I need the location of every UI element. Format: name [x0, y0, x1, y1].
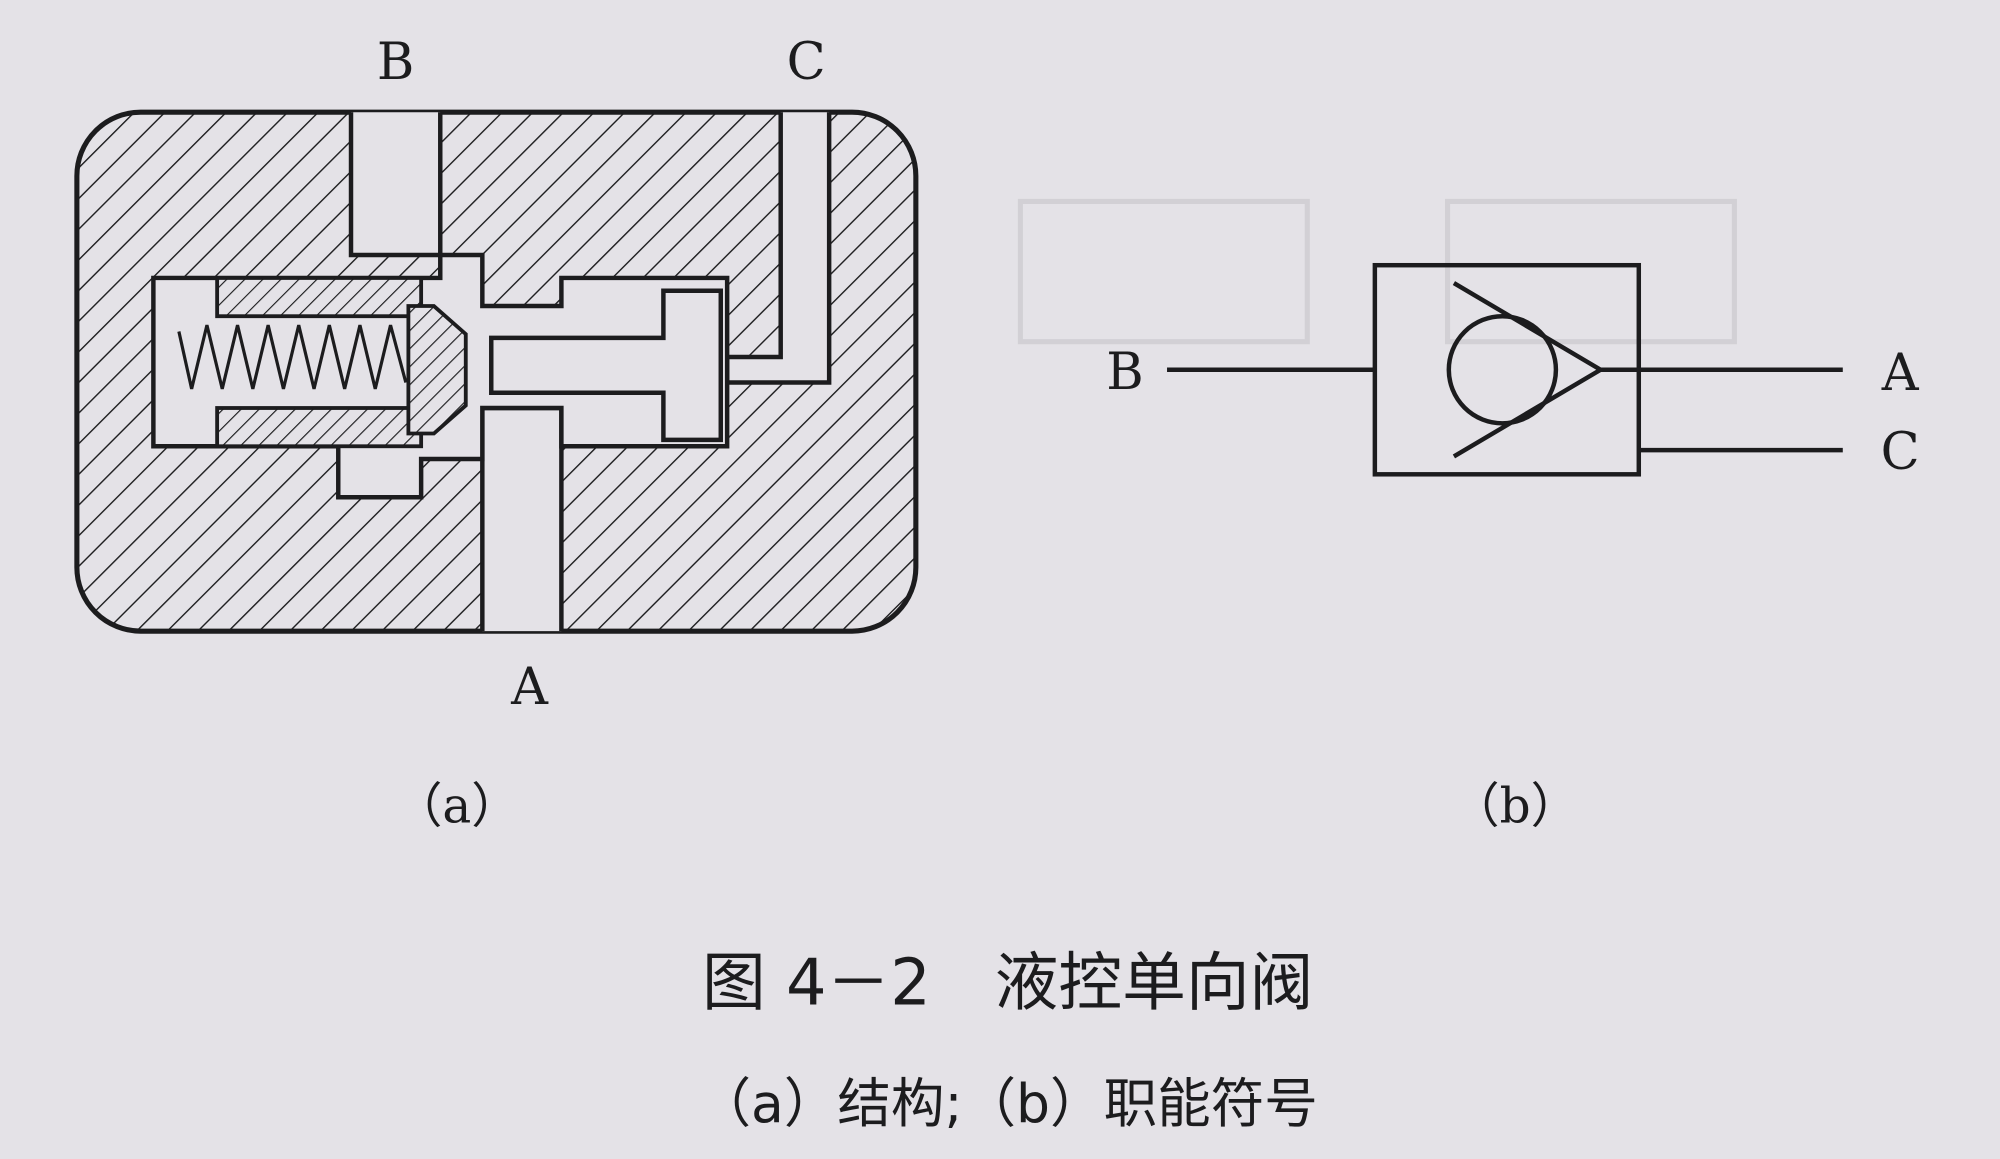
spring [177, 324, 408, 390]
port-c-label-a: C [787, 33, 826, 92]
valve-structure-diagram [74, 109, 919, 634]
sleeve-top [215, 276, 424, 319]
check-seat [1452, 281, 1605, 459]
port-b-channel [348, 112, 443, 258]
control-piston [489, 288, 724, 443]
poppet [406, 304, 468, 436]
valve-symbol-diagram [1167, 262, 1843, 477]
bleed-through [1017, 198, 1737, 345]
port-c-label-b: C [1881, 423, 1920, 482]
sublabel-a: （a） [394, 778, 520, 834]
sleeve-bottom [215, 406, 424, 449]
port-a-channel [480, 405, 564, 632]
port-a-label-a: A [510, 658, 549, 717]
check-ball [1446, 313, 1559, 426]
port-a-label-b: A [1881, 344, 1920, 403]
port-b-label-b: B [1106, 343, 1143, 402]
sublabel-b: （b） [1451, 778, 1579, 834]
port-b-label-a: B [377, 33, 414, 92]
figure-caption-subtitle: （a）结构;（b）职能符号 [697, 1072, 1317, 1135]
figure-caption-title: 图 4－2 液控单向阀 [702, 947, 1313, 1021]
